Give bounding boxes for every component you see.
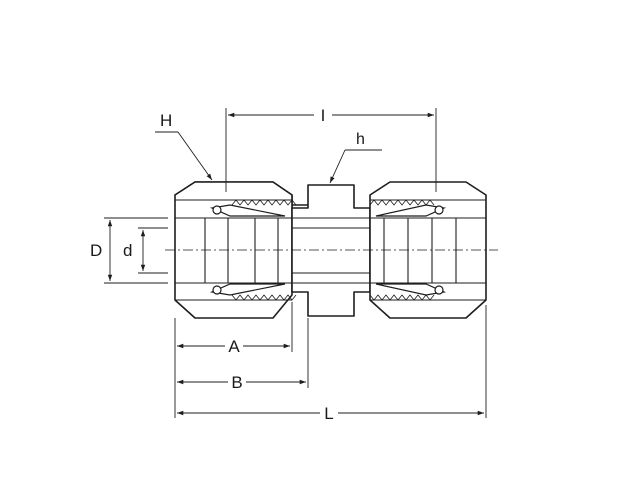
label-h: h: [356, 131, 365, 148]
label-d: d: [123, 241, 132, 260]
dimension-A: A: [174, 302, 293, 418]
label-B: B: [231, 373, 242, 392]
label-A: A: [228, 337, 240, 356]
leader-h: h: [329, 131, 382, 184]
dimension-d: d: [123, 227, 168, 274]
dimension-D: D: [90, 217, 168, 284]
dimension-L: L: [177, 305, 487, 423]
leader-H: H: [155, 111, 213, 181]
label-L: L: [324, 404, 333, 423]
label-I: I: [321, 106, 326, 125]
label-H: H: [160, 111, 172, 130]
label-D: D: [90, 241, 102, 260]
dimension-B: B: [177, 318, 309, 392]
dimension-I: I: [225, 104, 437, 192]
